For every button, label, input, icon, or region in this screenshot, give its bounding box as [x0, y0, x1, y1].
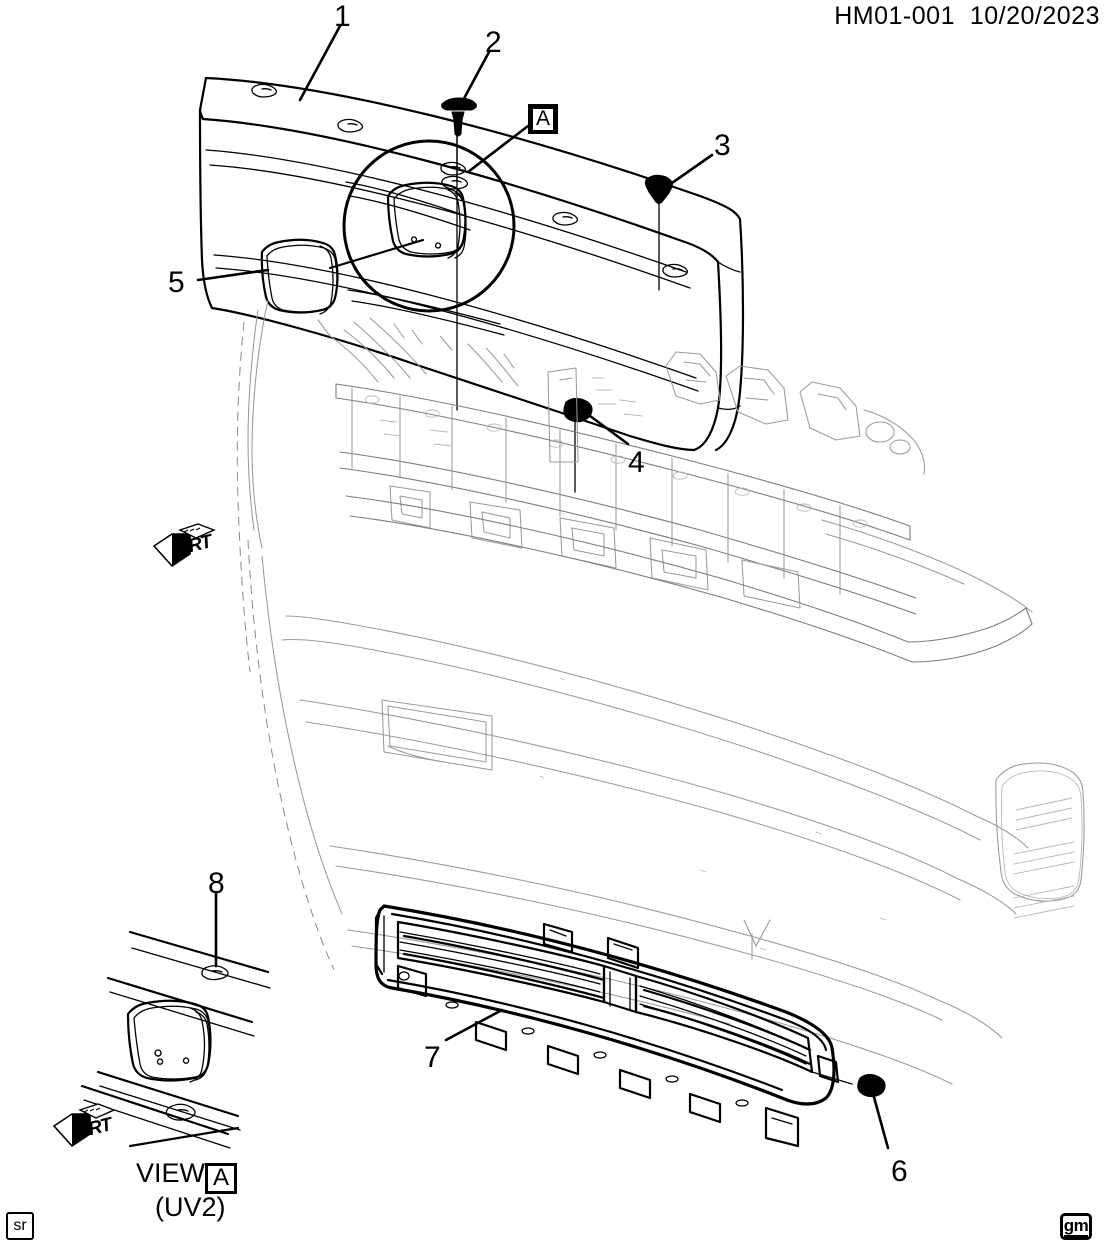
revision-code-badge: sr [6, 1212, 34, 1240]
callout-6: 6 [891, 1155, 908, 1188]
gm-logo: gm [1060, 1213, 1092, 1240]
frt-arrow-main [152, 523, 216, 568]
callout-8: 8 [208, 867, 225, 900]
callout-3: 3 [714, 129, 731, 162]
callout-7: 7 [424, 1041, 441, 1074]
detail-marker-a-letter: A [531, 106, 555, 132]
part-7-lower-grille [374, 904, 840, 1148]
detail-circle-a [328, 119, 516, 411]
view-a-option-code: (UV2) [155, 1192, 226, 1222]
callout-5: 5 [168, 266, 185, 299]
frt-arrow-inset [52, 1103, 116, 1148]
front-bumper-fascia [247, 539, 1085, 1085]
detail-marker-a: A [528, 104, 558, 134]
view-a-letter-box: A [205, 1163, 238, 1194]
view-a-title: VIEW [136, 1158, 206, 1188]
drawing-header-text: HM01-001 10/20/2023 [834, 2, 1100, 30]
radiator-support-structure [236, 299, 1033, 673]
callout-4: 4 [628, 446, 645, 479]
part-2-screw [441, 97, 477, 181]
callout-2: 2 [485, 26, 502, 59]
part-3-retainer-clip [644, 174, 673, 291]
part-6-screw [811, 1071, 886, 1098]
gm-logo-text: gm [1063, 1215, 1089, 1237]
part-1-upper-grille-bar [198, 76, 745, 452]
part-5-emblem [260, 238, 339, 315]
callout-leader-lines [196, 24, 890, 1150]
callout-1: 1 [334, 0, 351, 33]
